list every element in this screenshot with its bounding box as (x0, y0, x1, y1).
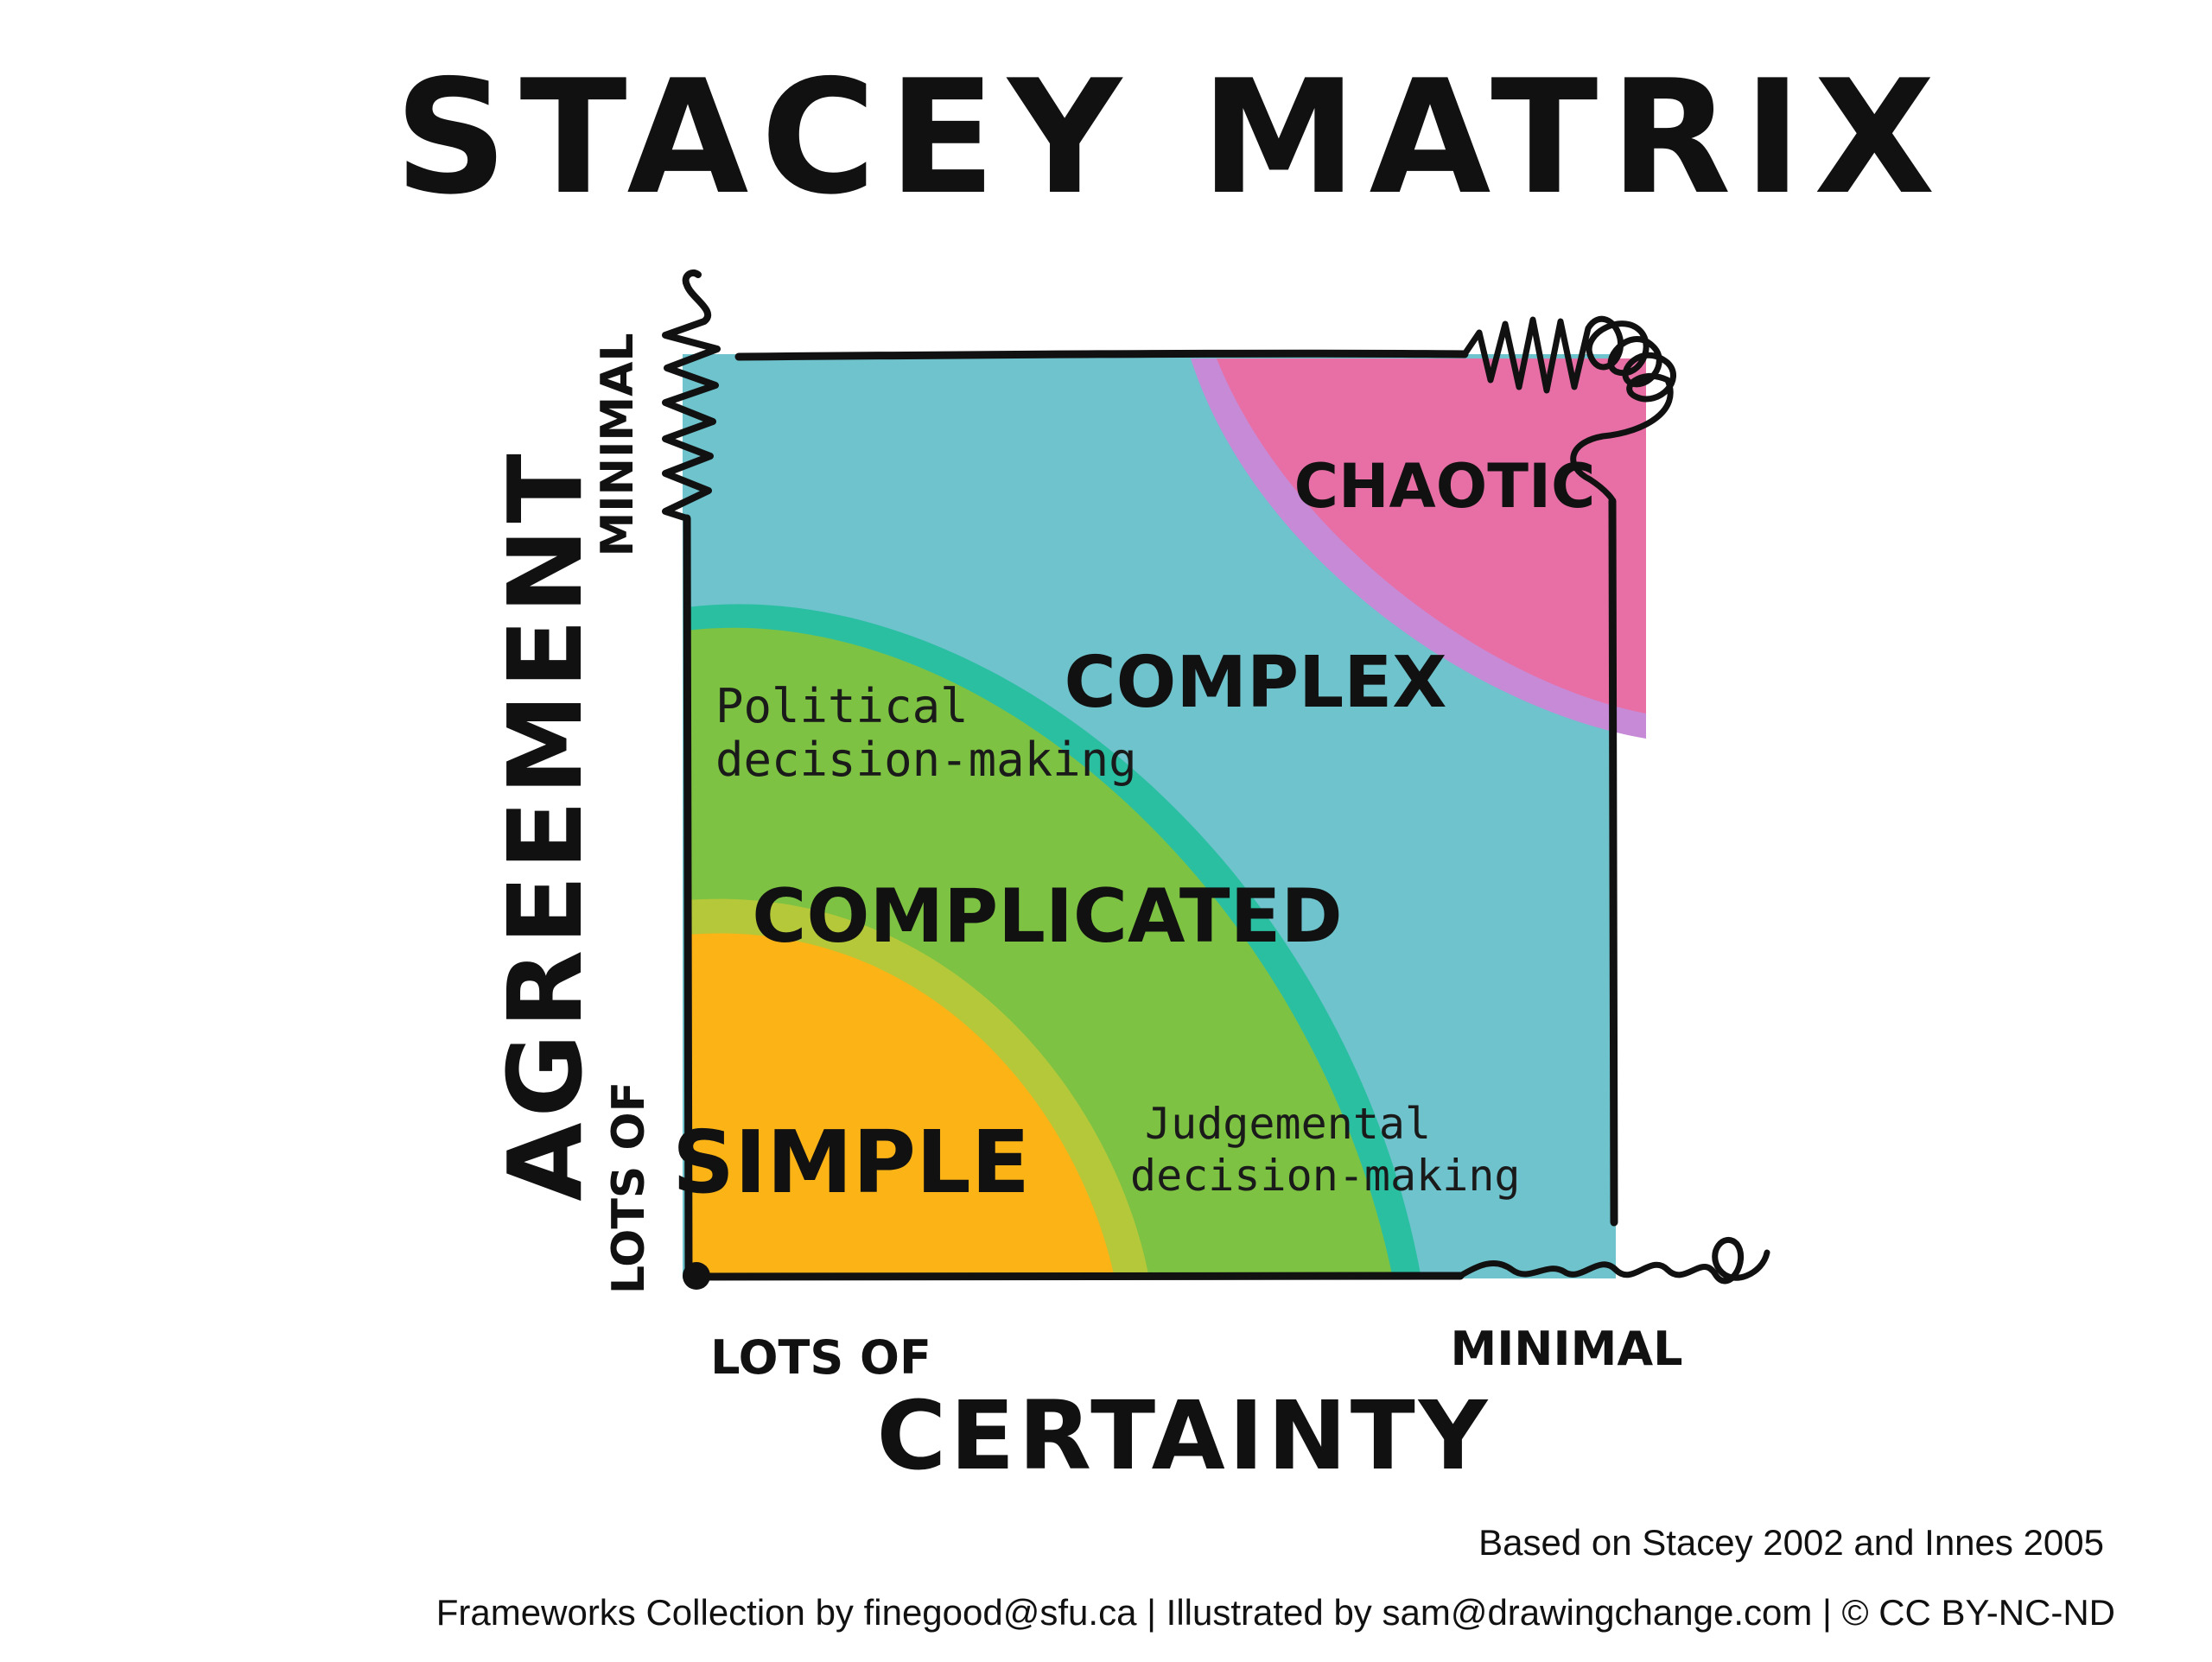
squiggle-top-left (662, 269, 721, 522)
page-title: STACEY MATRIX (394, 46, 1947, 229)
zone-label-chaotic: CHAOTIC (1294, 451, 1596, 522)
origin-dot (683, 1262, 710, 1290)
x-axis-high-label: MINIMAL (1450, 1322, 1682, 1376)
squiggle-top-right (1461, 315, 1676, 504)
annotation-political-line2: decision-making (715, 733, 1137, 787)
y-axis-low-label: LOTS OF (603, 1082, 655, 1294)
squiggle-bottom-right (1457, 1236, 1770, 1285)
annotation-judgemental-line2: decision-making (1130, 1151, 1521, 1201)
source-note: Based on Stacey 2002 and Innes 2005 (1478, 1522, 2104, 1563)
y-axis-label: AGREEMENT (486, 448, 605, 1202)
x-axis-low-label: LOTS OF (710, 1330, 931, 1385)
zone-label-simple: SIMPLE (672, 1112, 1030, 1213)
x-axis-label: CERTAINTY (877, 1380, 1491, 1491)
zone-label-complex: COMPLEX (1064, 642, 1446, 724)
annotation-political-line1: Political (715, 679, 969, 733)
credits-line: Frameworks Collection by finegood@sfu.ca… (435, 1592, 2115, 1633)
matrix-frame (683, 349, 1618, 1281)
simple-zone (687, 933, 1115, 1278)
chaotic-zone (1217, 358, 1646, 714)
zone-label-complicated: COMPLICATED (752, 873, 1342, 960)
y-axis-high-label: MINIMAL (592, 333, 644, 556)
annotation-judgemental-line1: Judgemental (1145, 1099, 1431, 1149)
